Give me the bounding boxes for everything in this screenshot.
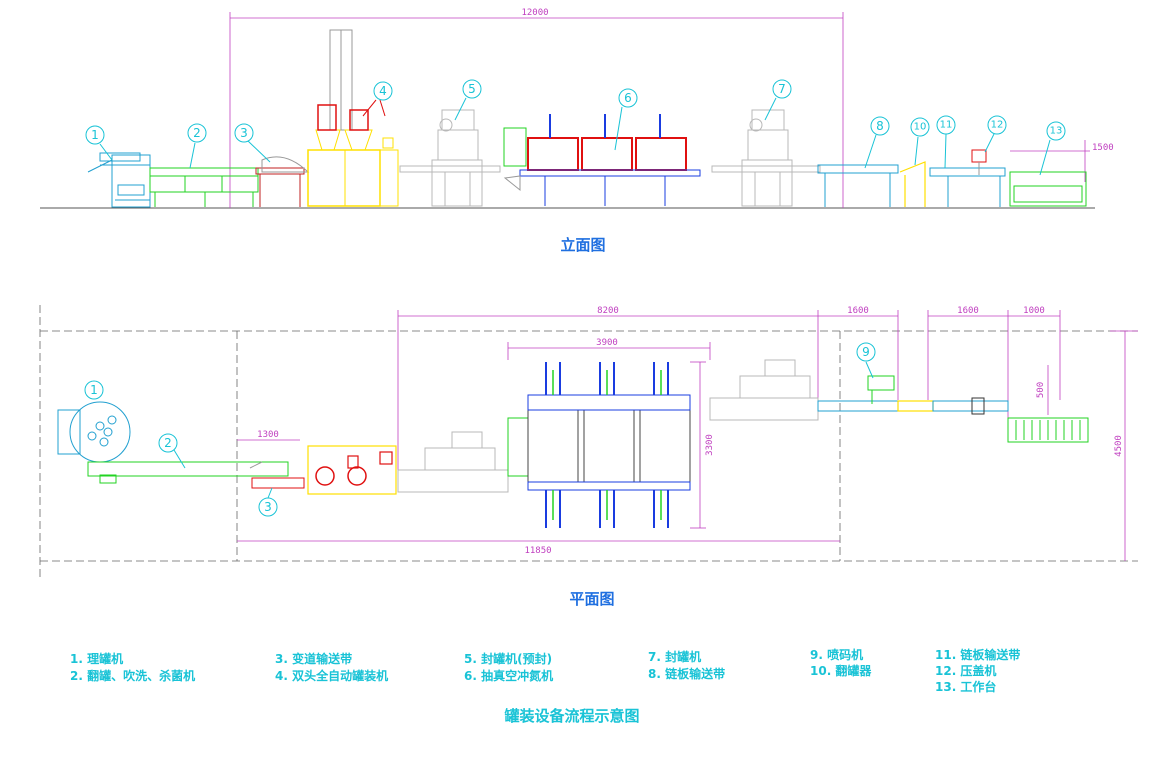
dim-text: 1500 xyxy=(1092,143,1114,153)
dim-text: 1600 xyxy=(847,306,869,316)
marker-13: 13 xyxy=(1039,121,1066,176)
twin-head-filler-elevation xyxy=(307,29,399,207)
diagram-caption: 罐装设备流程示意图 xyxy=(503,707,639,725)
legend-item: 2. 翻罐、吹洗、杀菌机 xyxy=(70,668,195,683)
can-inverter-elevation xyxy=(899,161,926,207)
svg-text:6: 6 xyxy=(624,91,632,105)
can-unscrambler-elevation xyxy=(87,152,151,208)
lane-change-conveyor-plan xyxy=(249,461,305,489)
svg-text:2: 2 xyxy=(164,436,172,450)
chain-conveyor-plan xyxy=(817,400,899,412)
dim-text: 4500 xyxy=(1114,435,1124,457)
legend-item: 11. 链板输送带 xyxy=(935,647,1020,662)
legend-item: 1. 理罐机 xyxy=(70,651,123,666)
seamer-plan xyxy=(709,359,819,421)
capping-machine-plan xyxy=(971,397,985,415)
svg-text:5: 5 xyxy=(468,82,476,96)
elevation-view: 12000 1500 xyxy=(40,8,1114,254)
legend-item: 12. 压盖机 xyxy=(935,663,996,678)
marker-2: 2 xyxy=(158,433,186,469)
plan-view: 8200 3900 1600 1600 1000 1300 3300 500 4… xyxy=(39,305,1138,608)
can-inverter-plan xyxy=(897,400,934,412)
elevation-dim-1500: 1500 xyxy=(1010,140,1114,182)
svg-text:3: 3 xyxy=(264,500,272,514)
capping-machine-elevation xyxy=(971,149,987,175)
dim-text: 11850 xyxy=(524,546,551,556)
seamer-preseal-plan xyxy=(397,431,509,493)
svg-text:4: 4 xyxy=(379,84,387,98)
marker-2: 2 xyxy=(187,123,207,169)
svg-text:11: 11 xyxy=(940,120,953,131)
svg-text:8: 8 xyxy=(876,119,884,133)
legend-item: 13. 工作台 xyxy=(935,679,996,694)
marker-12: 12 xyxy=(984,115,1007,153)
plan-markers: 1 2 3 9 xyxy=(84,342,876,517)
legend-item: 4. 双头全自动罐装机 xyxy=(275,668,388,683)
marker-3: 3 xyxy=(234,123,271,163)
vacuum-nitrogen-machine-plan xyxy=(507,362,691,528)
dim-text: 8200 xyxy=(597,306,619,316)
legend-item: 6. 抽真空冲氮机 xyxy=(464,668,553,683)
marker-1: 1 xyxy=(85,125,113,161)
dim-text: 1000 xyxy=(1023,306,1045,316)
marker-1: 1 xyxy=(84,380,104,400)
marker-7: 7 xyxy=(764,79,792,121)
work-table-plan xyxy=(1007,417,1089,443)
svg-text:13: 13 xyxy=(1050,126,1063,137)
svg-text:1: 1 xyxy=(90,383,98,397)
seamer-preseal-elevation xyxy=(399,109,501,207)
legend-item: 3. 变道输送带 xyxy=(275,651,352,666)
elevation-title: 立面图 xyxy=(560,236,605,254)
dim-text: 3900 xyxy=(596,338,618,348)
lane-change-conveyor-elevation xyxy=(255,156,310,207)
marker-6: 6 xyxy=(614,88,638,151)
legend-item: 10. 翻罐器 xyxy=(810,663,872,678)
legend-item: 7. 封罐机 xyxy=(648,649,701,664)
marker-10: 10 xyxy=(910,117,930,166)
elevation-markers: 1 2 3 4 5 6 7 8 10 11 12 13 xyxy=(85,79,1066,176)
svg-text:9: 9 xyxy=(862,345,870,359)
marker-4: 4 xyxy=(373,81,393,101)
plan-title: 平面图 xyxy=(569,590,614,608)
can-unscrambler-plan xyxy=(57,401,131,484)
flip-wash-sterilizer-elevation xyxy=(149,167,259,207)
svg-text:1: 1 xyxy=(91,128,99,142)
dim-text: 500 xyxy=(1036,382,1046,398)
elevation-dim-12000: 12000 xyxy=(229,8,844,208)
vacuum-nitrogen-machine-elevation xyxy=(503,114,701,206)
dim-text: 1300 xyxy=(257,430,279,440)
legend-item: 5. 封罐机(预封) xyxy=(464,651,552,666)
svg-text:2: 2 xyxy=(193,126,201,140)
legend-item: 8. 链板输送带 xyxy=(648,666,725,681)
chain-conveyor-elevation xyxy=(817,164,899,207)
marker-11: 11 xyxy=(936,115,956,169)
marker-8: 8 xyxy=(864,116,890,169)
marker-9: 9 xyxy=(856,342,876,379)
plan-dimensions xyxy=(237,310,1138,561)
inkjet-printer-plan xyxy=(867,375,895,404)
flip-wash-sterilizer-plan xyxy=(87,461,289,477)
chain-conveyor-2-plan xyxy=(932,400,1009,412)
svg-text:10: 10 xyxy=(914,122,927,133)
dim-text: 3300 xyxy=(705,434,715,456)
work-table-elevation xyxy=(1009,171,1087,207)
legend: 1. 理罐机 2. 翻罐、吹洗、杀菌机 3. 变道输送带 4. 双头全自动罐装机… xyxy=(70,647,1020,694)
twin-head-filler-plan xyxy=(307,445,397,495)
svg-text:12: 12 xyxy=(991,120,1004,131)
dim-text: 1600 xyxy=(957,306,979,316)
chain-conveyor-2-elevation xyxy=(929,167,1006,207)
svg-text:3: 3 xyxy=(240,126,248,140)
marker-3: 3 xyxy=(258,487,278,517)
legend-item: 9. 喷码机 xyxy=(810,647,863,662)
dim-text: 12000 xyxy=(521,8,548,18)
svg-text:7: 7 xyxy=(778,82,786,96)
marker-5: 5 xyxy=(454,79,482,121)
seamer-elevation xyxy=(711,109,821,207)
